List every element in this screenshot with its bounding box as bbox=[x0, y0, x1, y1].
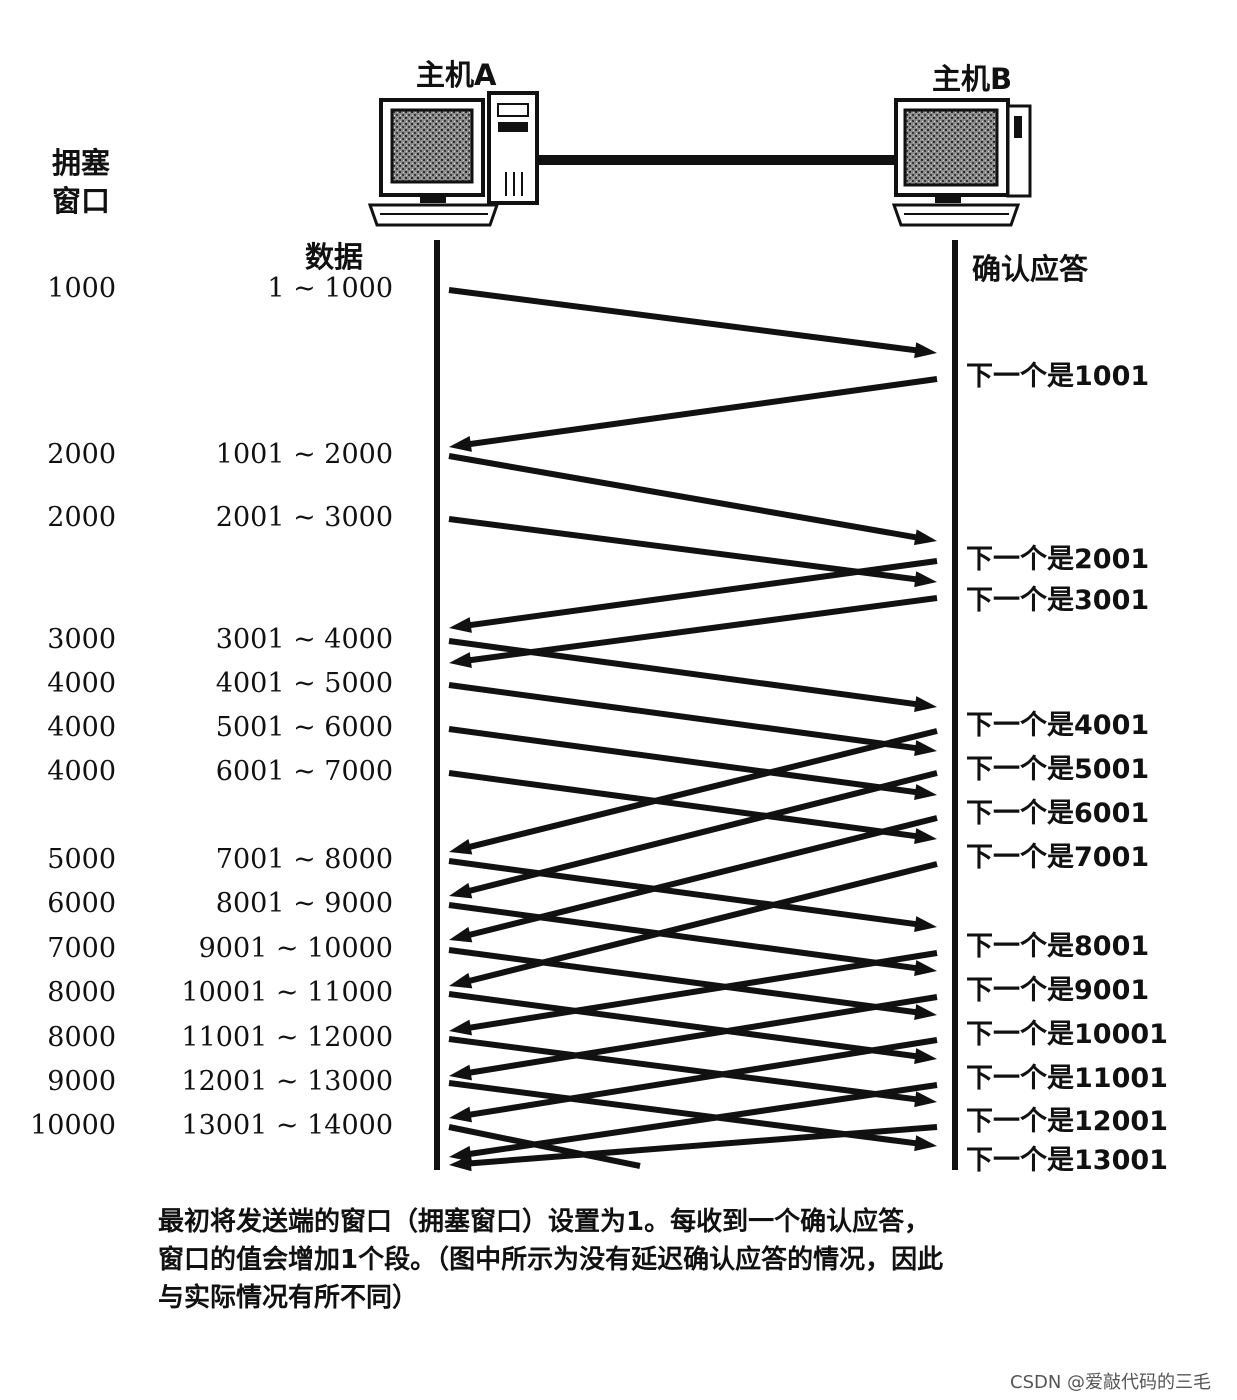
segment-range: 13001 ~ 14000 bbox=[150, 1110, 393, 1141]
ack-label: 下一个是7001 bbox=[966, 835, 1149, 874]
segment-range: 2001 ~ 3000 bbox=[150, 502, 393, 533]
ack-label: 下一个是12001 bbox=[966, 1099, 1168, 1138]
cwnd-value: 5000 bbox=[0, 844, 116, 875]
ack-label: 下一个是5001 bbox=[966, 747, 1149, 786]
segment-range: 6001 ~ 7000 bbox=[150, 756, 393, 787]
ack-arrow bbox=[449, 598, 937, 668]
caption-line: 最初将发送端的窗口（拥塞窗口）设置为1。每收到一个确认应答， bbox=[158, 1203, 1158, 1241]
arrows-layer bbox=[449, 290, 937, 1171]
ack-header: 确认应答 bbox=[972, 246, 1088, 288]
segment-range: 9001 ~ 10000 bbox=[150, 933, 393, 964]
ack-label: 下一个是10001 bbox=[966, 1012, 1168, 1051]
segment-range: 1001 ~ 2000 bbox=[150, 439, 393, 470]
cwnd-value: 10000 bbox=[0, 1110, 116, 1141]
caption-line: 与实际情况有所不同） bbox=[158, 1279, 1158, 1317]
data-segment-arrow bbox=[449, 456, 937, 545]
ack-label: 下一个是13001 bbox=[966, 1138, 1168, 1177]
segment-range: 1 ~ 1000 bbox=[150, 273, 393, 304]
host-b-label: 主机B bbox=[932, 56, 1012, 98]
figure-caption: 最初将发送端的窗口（拥塞窗口）设置为1。每收到一个确认应答， 窗口的值会增加1个… bbox=[158, 1203, 1158, 1317]
cwnd-value: 4000 bbox=[0, 668, 116, 699]
cwnd-header: 拥塞 窗口 bbox=[52, 144, 110, 220]
host-b-computer-icon bbox=[894, 100, 1030, 225]
ack-arrow bbox=[449, 1085, 937, 1162]
cwnd-value: 7000 bbox=[0, 933, 116, 964]
cwnd-value: 6000 bbox=[0, 888, 116, 919]
cwnd-value: 1000 bbox=[0, 273, 116, 304]
segment-range: 7001 ~ 8000 bbox=[150, 844, 393, 875]
host-a-label: 主机A bbox=[416, 52, 496, 94]
ack-label: 下一个是9001 bbox=[966, 968, 1149, 1007]
ack-label: 下一个是3001 bbox=[966, 578, 1149, 617]
ack-arrow bbox=[449, 1040, 937, 1122]
ack-label: 下一个是4001 bbox=[966, 703, 1149, 742]
segment-range: 10001 ~ 11000 bbox=[150, 977, 393, 1008]
segment-range: 5001 ~ 6000 bbox=[150, 712, 393, 743]
host-a-computer-icon bbox=[370, 93, 537, 225]
cwnd-value: 9000 bbox=[0, 1066, 116, 1097]
segment-range: 3001 ~ 4000 bbox=[150, 624, 393, 655]
watermark: CSDN @爱敲代码的三毛 bbox=[1010, 1368, 1211, 1394]
segment-range: 11001 ~ 12000 bbox=[150, 1022, 393, 1053]
segment-range: 4001 ~ 5000 bbox=[150, 668, 393, 699]
cwnd-value: 2000 bbox=[0, 502, 116, 533]
ack-label: 下一个是6001 bbox=[966, 791, 1149, 830]
cwnd-value: 8000 bbox=[0, 977, 116, 1008]
cwnd-value: 4000 bbox=[0, 756, 116, 787]
ack-arrow bbox=[449, 379, 937, 452]
segment-range: 12001 ~ 13000 bbox=[150, 1066, 393, 1097]
segment-range: 8001 ~ 9000 bbox=[150, 888, 393, 919]
ack-arrow bbox=[449, 864, 937, 988]
ack-label: 下一个是11001 bbox=[966, 1056, 1168, 1095]
ack-arrow bbox=[449, 561, 937, 633]
caption-line: 窗口的值会增加1个段。（图中所示为没有延迟确认应答的情况，因此 bbox=[158, 1241, 1158, 1279]
ack-label: 下一个是1001 bbox=[966, 354, 1149, 393]
ack-label: 下一个是2001 bbox=[966, 537, 1149, 576]
cwnd-value: 8000 bbox=[0, 1022, 116, 1053]
data-segment-arrow bbox=[449, 290, 937, 358]
data-header: 数据 bbox=[305, 234, 363, 276]
cwnd-value: 2000 bbox=[0, 439, 116, 470]
ack-label: 下一个是8001 bbox=[966, 924, 1149, 963]
cwnd-value: 3000 bbox=[0, 624, 116, 655]
cwnd-value: 4000 bbox=[0, 712, 116, 743]
